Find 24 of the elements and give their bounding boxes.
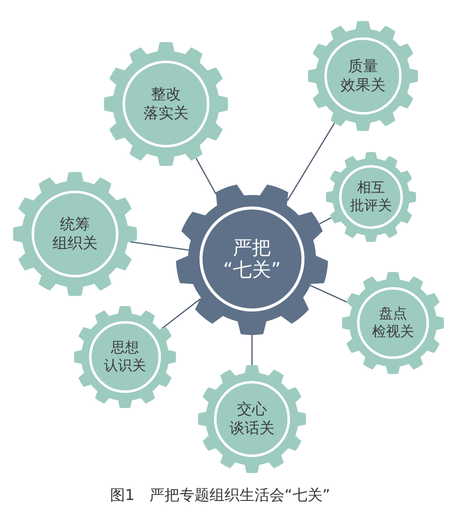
gear [198,365,306,473]
gear-label: 质量效果关 [340,57,386,95]
gear-label: 相互批评关 [350,179,392,215]
gear [74,306,176,408]
connector-line [310,284,347,302]
gear-label: 交心谈话关 [230,400,274,438]
gear [104,42,228,166]
gear [308,21,418,131]
gear-label: 严把“七关” [223,237,281,281]
connector-line [162,298,201,329]
connector-line [251,335,253,365]
connector-line [196,158,216,194]
gear-label: 盘点检视关 [372,305,414,341]
connector-line [319,217,332,224]
gear-label: 思想认识关 [104,339,146,375]
gear [342,272,444,374]
gear [13,172,137,296]
caption: 图1 严把专题组织生活会“七关” [110,487,330,504]
gear-label: 统筹组织关 [52,215,98,253]
gear [176,183,328,335]
connector-line [130,241,189,251]
gear [326,152,416,242]
connector-line [286,122,335,202]
gear-label: 整改落实关 [144,85,188,123]
